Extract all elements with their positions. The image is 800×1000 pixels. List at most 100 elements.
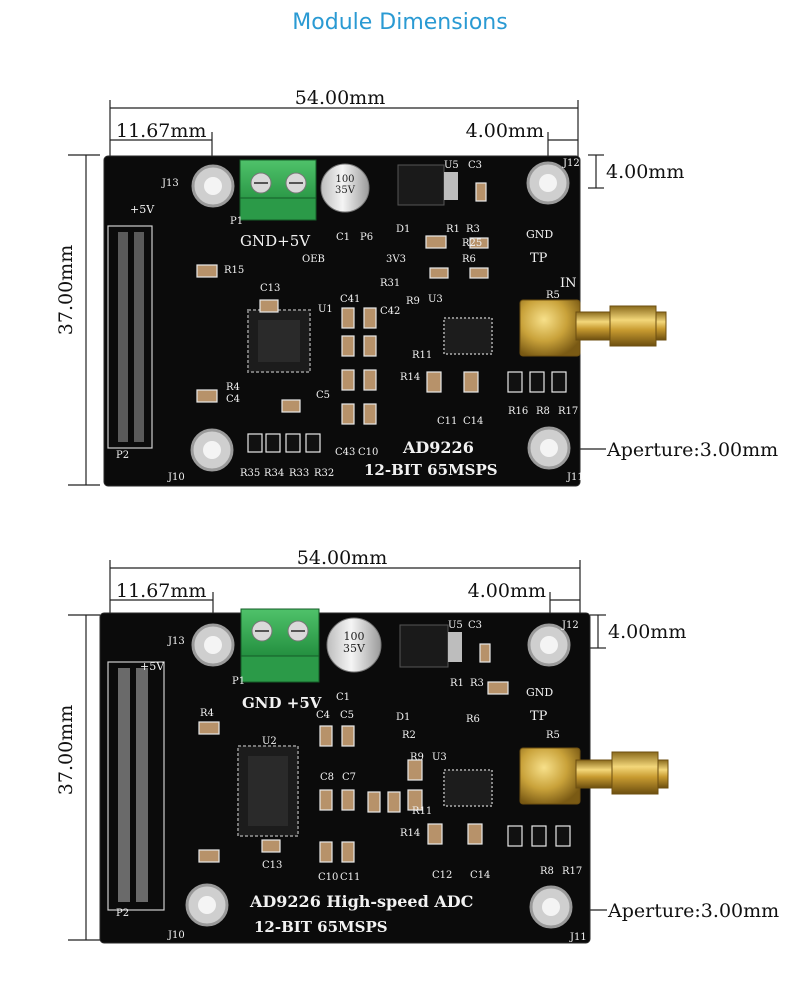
module-1-c13: C13	[260, 283, 280, 294]
module-1-chip-label: AD9226	[402, 438, 474, 457]
module-1-tp: TP	[530, 251, 548, 266]
module-2-dimension-lines	[68, 560, 607, 941]
module-1-c14: C14	[463, 416, 483, 427]
module-2-aperture-label: Aperture:3.00mm	[607, 900, 779, 922]
module-1-resistors	[247, 371, 567, 453]
module-2-c7: C7	[342, 772, 356, 783]
module-2-terminal-block	[240, 608, 320, 683]
module-2-p2: P2	[116, 908, 129, 919]
module-2-plus5v: +5V	[140, 660, 165, 673]
module-2-r11: R11	[412, 806, 432, 817]
module-2-r14: R14	[400, 828, 420, 839]
svg-text:35V: 35V	[335, 185, 356, 196]
module-1-r9: R9	[406, 296, 420, 307]
module-2-u3: U3	[432, 752, 447, 763]
module-1-terminal-block	[239, 159, 317, 221]
module-1-c42: C42	[380, 306, 400, 317]
module-2-c12: C12	[432, 870, 452, 881]
module-2-terminal-label: GND +5V	[242, 694, 322, 712]
module-2-sma-connector	[519, 747, 669, 805]
module-1-c3: C3	[468, 160, 482, 171]
module-1-r14: R14	[400, 372, 420, 383]
module-1-u1: U1	[318, 304, 333, 315]
module-1-c41: C41	[340, 294, 360, 305]
page-title: Module Dimensions	[292, 10, 508, 35]
module-2-r1: R1	[450, 678, 464, 689]
module-1-adc-chip	[247, 309, 311, 373]
module-2-r2: R2	[402, 730, 416, 741]
module-2-width-label: 54.00mm	[297, 547, 387, 569]
module-2-right-offset-label: 4.00mm	[468, 580, 546, 602]
svg-text:35V: 35V	[343, 642, 366, 655]
module-1-c10: C10	[358, 447, 378, 458]
module-1-mounting-holes	[190, 161, 571, 472]
svg-text:100: 100	[335, 174, 354, 185]
module-1-j11: J11	[566, 472, 584, 483]
module-1-r5: R5	[546, 290, 560, 301]
module-1-u3: U3	[428, 294, 443, 305]
module-1-left-offset-label: 11.67mm	[116, 120, 206, 142]
module-1-r31: R31	[380, 278, 400, 289]
module-2-u5: U5	[448, 620, 463, 631]
svg-text:100: 100	[344, 630, 365, 643]
module-1-terminal-label: GND+5V	[240, 232, 311, 250]
module-2-c11: C11	[340, 872, 360, 883]
module-1-c43: C43	[335, 447, 355, 458]
module-2-c5: C5	[340, 710, 354, 721]
module-2-height-label: 37.00mm	[55, 705, 77, 795]
module-1-right-offset-label: 4.00mm	[466, 120, 544, 142]
module-1-d1: D1	[396, 224, 410, 235]
module-1-r1: R1	[446, 224, 460, 235]
module-2-p1: P1	[232, 676, 245, 687]
module-1-bits-label: 12-BIT 65MSPS	[364, 461, 498, 479]
module-2-c8: C8	[320, 772, 334, 783]
module-2-electrolytic-capacitor: 100 35V	[326, 617, 382, 673]
module-2-r17: R17	[562, 866, 582, 877]
module-2-r4: R4	[200, 708, 214, 719]
module-1-p6: P6	[360, 232, 373, 243]
module-2-r5: R5	[546, 730, 560, 741]
module-1-j10: J10	[167, 472, 185, 483]
module-1-c11: C11	[437, 416, 457, 427]
module-2-smd-components	[198, 643, 509, 863]
module-2-left-offset-label: 11.67mm	[116, 580, 206, 602]
module-2-c13: C13	[262, 860, 282, 871]
module-2-tp: TP	[530, 709, 548, 724]
module-1-r8: R8	[536, 406, 550, 417]
module-2: 54.00mm 11.67mm 4.00mm 4.00mm 37.00mm Ap…	[55, 547, 779, 944]
module-2-c3: C3	[468, 620, 482, 631]
module-1-gnd: GND	[526, 228, 553, 241]
module-1-3v3: 3V3	[386, 254, 406, 265]
module-2-bits-label: 12-BIT 65MSPS	[254, 918, 388, 936]
module-2-r3: R3	[470, 678, 484, 689]
module-2-gnd: GND	[526, 686, 553, 699]
module-2-adc-chip	[237, 745, 299, 837]
module-2-j12: J12	[561, 620, 579, 631]
module-1-small-chip	[443, 317, 493, 355]
module-2-small-chip	[443, 769, 493, 807]
module-1-c1: C1	[336, 232, 350, 243]
module-1-r15: R15	[224, 265, 244, 276]
module-2-u2: U2	[262, 736, 277, 747]
module-2-d1: D1	[396, 712, 410, 723]
module-1-p1: P1	[230, 216, 243, 227]
module-1-r35: R35	[240, 468, 260, 479]
module-1-width-label: 54.00mm	[295, 87, 385, 109]
module-1-r11: R11	[412, 350, 432, 361]
module-2-chip-label: AD9226 High-speed ADC	[249, 892, 473, 911]
module-1-r33: R33	[289, 468, 309, 479]
module-1-r32: R32	[314, 468, 334, 479]
module-1-in: IN	[560, 276, 577, 291]
module-2-voltage-regulator	[399, 624, 462, 668]
module-2-mounting-holes	[185, 623, 573, 929]
module-1-r25: R25	[462, 238, 482, 249]
module-1-j13: J13	[161, 178, 179, 189]
module-2-r9: R9	[410, 752, 424, 763]
module-1-height-label: 37.00mm	[55, 245, 77, 335]
module-1-oeb: OEB	[302, 254, 325, 265]
module-2-r8: R8	[540, 866, 554, 877]
module-2-c10: C10	[318, 872, 338, 883]
module-1-top-offset-label: 4.00mm	[606, 161, 684, 183]
module-1-smd-components	[196, 182, 489, 425]
module-1-pin-header	[107, 225, 153, 449]
